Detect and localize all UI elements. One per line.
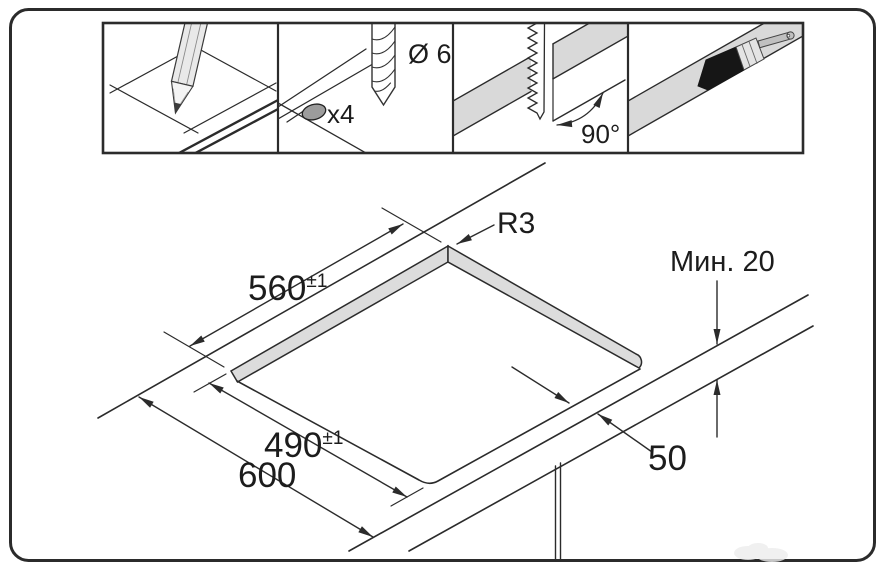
jigsaw-blade-icon bbox=[526, 23, 546, 121]
cutout-width-label: 560±1 bbox=[248, 269, 327, 308]
hole-count-label: x4 bbox=[327, 99, 354, 129]
step-panel-drill: x4 Ø 6 bbox=[278, 23, 452, 153]
dimension-front-clearance: 50 bbox=[511, 366, 687, 478]
step-panel-seal bbox=[628, 23, 803, 137]
main-drawing: 560±1 490±1 600 50 Мин. 20 bbox=[97, 162, 814, 562]
dimension-cutout-width: 560±1 bbox=[163, 207, 442, 368]
cutout-opening bbox=[236, 368, 641, 485]
drill-bit-icon bbox=[371, 23, 396, 107]
corner-radius-label: R3 bbox=[497, 207, 535, 240]
step-panel-cut: 90° bbox=[453, 23, 628, 149]
cabinet-front-line bbox=[554, 462, 562, 561]
min-thickness-label: Мин. 20 bbox=[670, 246, 775, 278]
angle-label: 90° bbox=[581, 119, 620, 149]
clearance-arrow bbox=[511, 366, 570, 404]
marking-lines bbox=[278, 48, 379, 153]
instruction-strip: x4 Ø 6 bbox=[101, 21, 805, 155]
watermark-smudge bbox=[734, 543, 788, 562]
paint-brush-icon bbox=[697, 31, 795, 91]
front-clearance-label: 50 bbox=[648, 439, 687, 478]
dimension-worktop-depth: 600 bbox=[138, 396, 374, 538]
worktop-edge-lines bbox=[177, 98, 278, 153]
drill-diameter-label: Ø 6 bbox=[408, 39, 452, 69]
cutout-bevel-right bbox=[447, 244, 643, 369]
corner-radius-callout: R3 bbox=[456, 207, 535, 245]
worktop-cross-section bbox=[453, 23, 628, 137]
dimension-min-thickness: Мин. 20 bbox=[670, 246, 775, 438]
drill-hole-marker bbox=[301, 103, 327, 121]
angle-annotation: 90° bbox=[552, 79, 626, 149]
pencil-icon bbox=[170, 23, 211, 115]
worktop-front-edge bbox=[348, 294, 814, 552]
worktop-depth-label: 600 bbox=[238, 456, 296, 495]
step-panel-mark bbox=[109, 23, 278, 153]
